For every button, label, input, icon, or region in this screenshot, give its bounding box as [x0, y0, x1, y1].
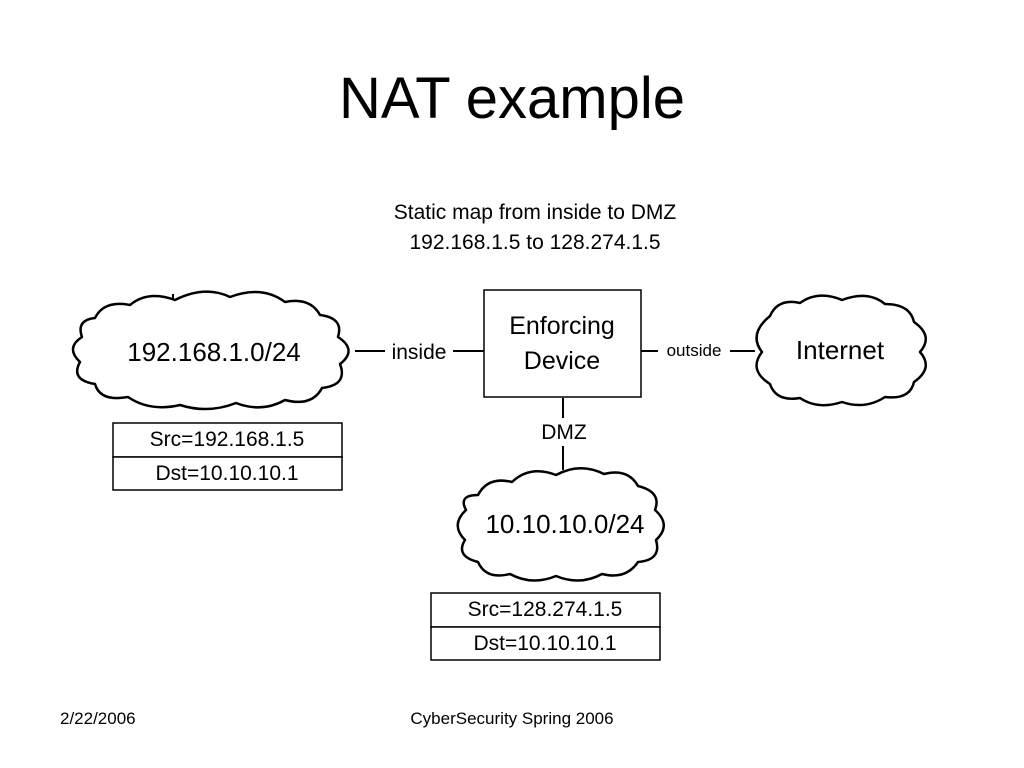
dmz-network-cloud	[456, 467, 665, 582]
footer-date: 2/22/2006	[60, 709, 136, 728]
footer-course: CyberSecurity Spring 2006	[410, 709, 613, 728]
internet-cloud	[755, 294, 927, 407]
static-map-note-line2: 192.168.1.5 to 128.274.1.5	[409, 231, 660, 254]
inside-network-label: 192.168.1.0/24	[127, 337, 301, 367]
enforcing-device-box	[483, 289, 642, 398]
inside-label-bg	[385, 338, 453, 364]
internet-label: Internet	[796, 335, 885, 365]
enforcing-device-line2: Device	[524, 347, 600, 375]
dmz-link-label: DMZ	[541, 421, 587, 444]
inside-link-label: inside	[392, 341, 447, 364]
packet-after-src-box	[430, 592, 661, 628]
dmz-network-label: 10.10.10.0/24	[485, 509, 644, 539]
packet-before-src: Src=192.168.1.5	[150, 428, 305, 451]
inside-network-cloud	[71, 290, 350, 411]
enforcing-device-line1: Enforcing	[509, 312, 615, 340]
packet-before-dst: Dst=10.10.10.1	[155, 462, 298, 485]
packet-after-dst-box	[430, 626, 661, 661]
dmz-label-bg	[535, 418, 593, 446]
packet-after-dst: Dst=10.10.10.1	[473, 632, 616, 655]
static-map-note-line1: Static map from inside to DMZ	[394, 201, 677, 224]
slide-title: NAT example	[339, 66, 685, 131]
outside-link-label: outside	[667, 341, 722, 360]
packet-before-src-box	[112, 422, 343, 458]
packet-before-dst-box	[112, 456, 343, 491]
packet-after-src: Src=128.274.1.5	[468, 598, 623, 621]
outside-label-bg	[658, 339, 730, 361]
